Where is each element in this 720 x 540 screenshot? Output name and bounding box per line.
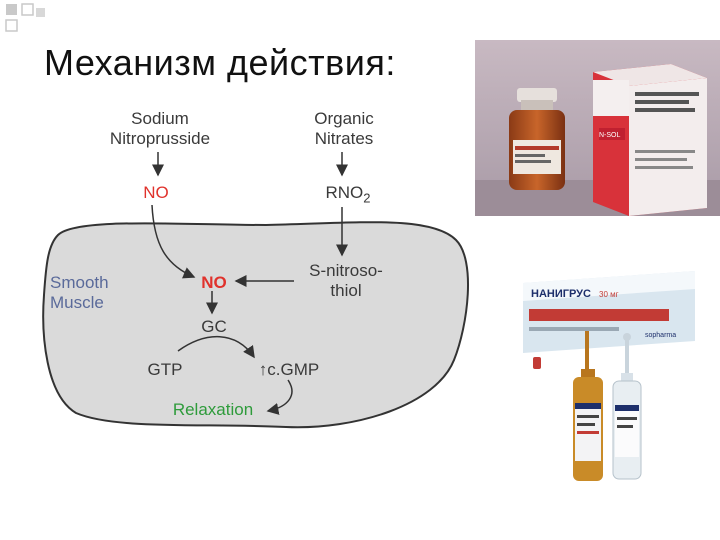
label-relaxation: Relaxation <box>172 400 254 419</box>
nanigrus-ampoules-photo: НАНИГРУС 30 мг sopharma <box>515 253 702 491</box>
diagram-graphics <box>42 152 470 429</box>
label-gtp: GTP <box>147 360 183 379</box>
label-rno2: RNO2 <box>318 183 378 208</box>
nitroprusside-vial-photo: N-SOL <box>475 40 720 216</box>
smooth-muscle-cell-shape <box>42 221 470 429</box>
box-label-text: N-SOL <box>599 132 621 139</box>
arrow-gtp-to-cgmp <box>177 336 255 359</box>
box-dose-text: 30 мг <box>599 290 619 299</box>
slide-title: Механизм действия: <box>44 42 396 83</box>
arrow-no-to-no-inner <box>151 204 196 279</box>
box-maker-text: sopharma <box>645 332 676 339</box>
label-no-outer: NO <box>143 183 169 202</box>
label-cgmp: ↑c.GMP <box>258 360 320 379</box>
label-smooth-muscle: Smooth Muscle <box>50 273 109 312</box>
label-gc: GC <box>201 317 227 336</box>
label-s-nitrosothiol: S-nitroso- thiol <box>309 261 383 300</box>
mechanism-diagram: Sodium Nitroprusside Organic Nitrates NO… <box>36 95 476 440</box>
label-rno2-sub: 2 <box>363 190 371 206</box>
arrow-cgmp-to-relaxation <box>266 379 293 415</box>
label-rno2-main: RNO <box>325 183 364 202</box>
box-brand-text: НАНИГРУС <box>531 288 591 300</box>
corner-squares-decoration <box>5 3 45 32</box>
label-no-inner: NO <box>201 273 227 292</box>
label-sodium-nitroprusside: Sodium Nitroprusside <box>109 109 211 148</box>
label-organic-nitrates: Organic Nitrates <box>314 109 374 148</box>
